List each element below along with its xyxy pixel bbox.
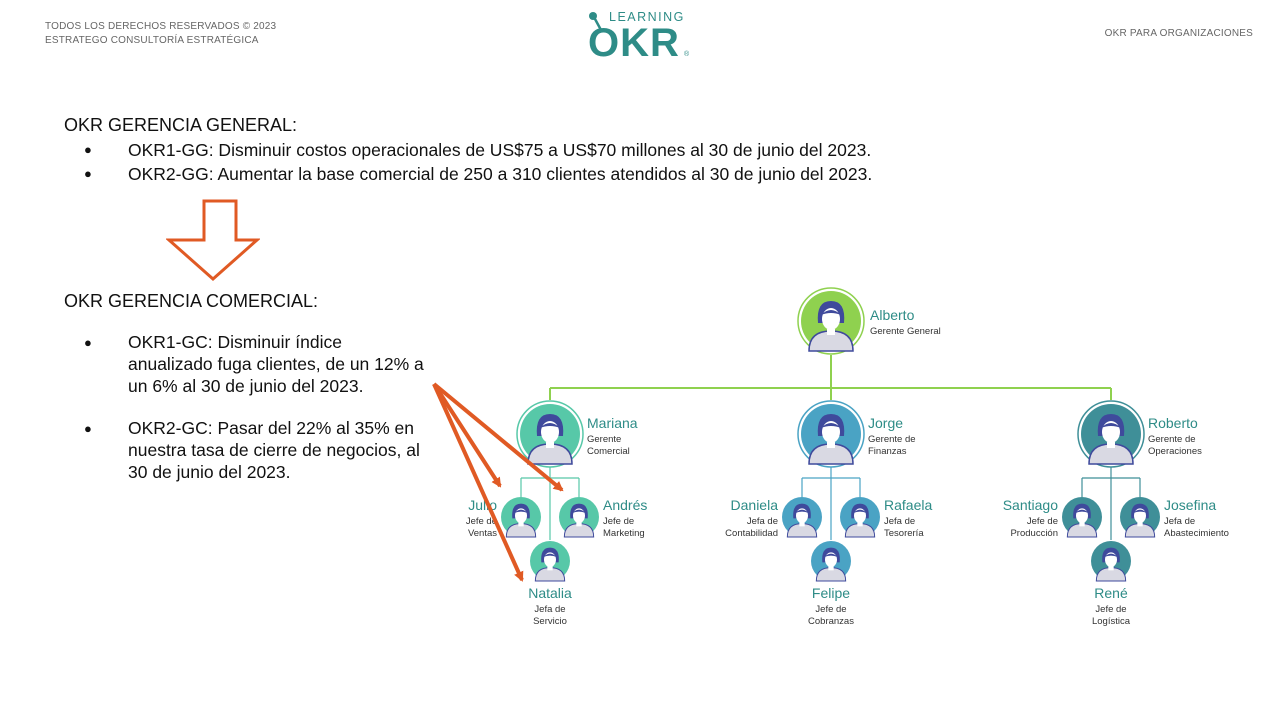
santiago-avatar	[1062, 497, 1102, 538]
jorge-role: Gerente de	[868, 434, 916, 445]
okr-arrow	[432, 382, 502, 488]
natalia-name: Natalia	[528, 585, 572, 601]
company-line: ESTRATEGO CONSULTORÍA ESTRATÉGICA	[45, 35, 259, 46]
rafaela-role: Tesorería	[884, 528, 924, 539]
gerencia-comercial-title: OKR GERENCIA COMERCIAL:	[64, 291, 319, 311]
daniela-avatar	[782, 497, 822, 538]
down-arrow-icon	[166, 199, 260, 282]
rene-name: René	[1094, 585, 1128, 601]
natalia-role: Servicio	[533, 616, 567, 627]
josefina-name: Josefina	[1164, 497, 1216, 513]
andres-role: Marketing	[603, 528, 645, 539]
felipe-name: Felipe	[812, 585, 850, 601]
rene-role: Jefe de	[1095, 604, 1126, 615]
mariana-role: Comercial	[587, 446, 630, 457]
natalia-role: Jefa de	[534, 604, 565, 615]
julio-role: Jefe de	[466, 516, 497, 527]
santiago-role: Producción	[1010, 528, 1058, 539]
rene-role: Logística	[1092, 616, 1131, 627]
copyright-line: TODOS LOS DERECHOS RESERVADOS © 2023	[45, 21, 277, 32]
roberto-avatar	[1077, 400, 1145, 468]
jorge-avatar	[797, 400, 865, 468]
alberto-name: Alberto	[870, 307, 915, 323]
gerencia-general-okr-list: OKR1-GG: Disminuir costos operacionales …	[64, 138, 872, 186]
okr-gg-1: OKR1-GG: Disminuir costos operacionales …	[64, 138, 872, 162]
felipe-role: Cobranzas	[808, 616, 854, 627]
daniela-role: Jefa de	[747, 516, 778, 527]
roberto-role: Operaciones	[1148, 446, 1202, 457]
josefina-role: Jefa de	[1164, 516, 1195, 527]
rafaela-avatar	[840, 497, 880, 538]
logo-top-text: LEARNING	[609, 10, 685, 24]
andres-avatar	[559, 497, 599, 538]
okr-arrow	[432, 383, 524, 582]
andres-role: Jefe de	[603, 516, 634, 527]
roberto-role: Gerente de	[1148, 434, 1196, 445]
santiago-name: Santiago	[1003, 497, 1058, 513]
felipe-avatar	[811, 541, 851, 582]
daniela-name: Daniela	[731, 497, 779, 513]
josefina-role: Abastecimiento	[1164, 528, 1229, 539]
rafaela-name: Rafaela	[884, 497, 932, 513]
okr-gc-2: OKR2-GC: Pasar del 22% al 35% en nuestra…	[64, 417, 428, 483]
course-title: OKR PARA ORGANIZACIONES	[1104, 28, 1253, 39]
natalia-avatar	[530, 541, 570, 582]
copyright-block: TODOS LOS DERECHOS RESERVADOS © 2023 EST…	[45, 20, 276, 48]
gerencia-comercial-okr-list: OKR1-GC: Disminuir índice anualizado fug…	[64, 331, 444, 503]
mariana-name: Mariana	[587, 415, 638, 431]
learning-okr-logo: LEARNING OKR ®	[586, 8, 696, 65]
alberto-role: Gerente General	[870, 326, 941, 337]
gerencia-general-title: OKR GERENCIA GENERAL:	[64, 115, 298, 135]
alberto-avatar	[797, 287, 865, 355]
logo-registered-mark: ®	[684, 50, 690, 58]
jorge-role: Finanzas	[868, 446, 907, 457]
santiago-role: Jefe de	[1027, 516, 1058, 527]
julio-avatar	[501, 497, 541, 538]
mariana-role: Gerente	[587, 434, 621, 445]
josefina-avatar	[1120, 497, 1160, 538]
roberto-name: Roberto	[1148, 415, 1198, 431]
rene-avatar	[1091, 541, 1131, 582]
okr-gg-2: OKR2-GG: Aumentar la base comercial de 2…	[64, 162, 872, 186]
felipe-role: Jefe de	[815, 604, 846, 615]
mariana-avatar	[516, 400, 584, 468]
andres-name: Andrés	[603, 497, 647, 513]
rafaela-role: Jefa de	[884, 516, 915, 527]
okr-gc-1: OKR1-GC: Disminuir índice anualizado fug…	[64, 331, 428, 397]
logo-main-text: OKR	[588, 21, 680, 60]
okr-arrow	[432, 382, 564, 492]
jorge-name: Jorge	[868, 415, 903, 431]
daniela-role: Contabilidad	[725, 528, 778, 539]
julio-role: Ventas	[468, 528, 497, 539]
